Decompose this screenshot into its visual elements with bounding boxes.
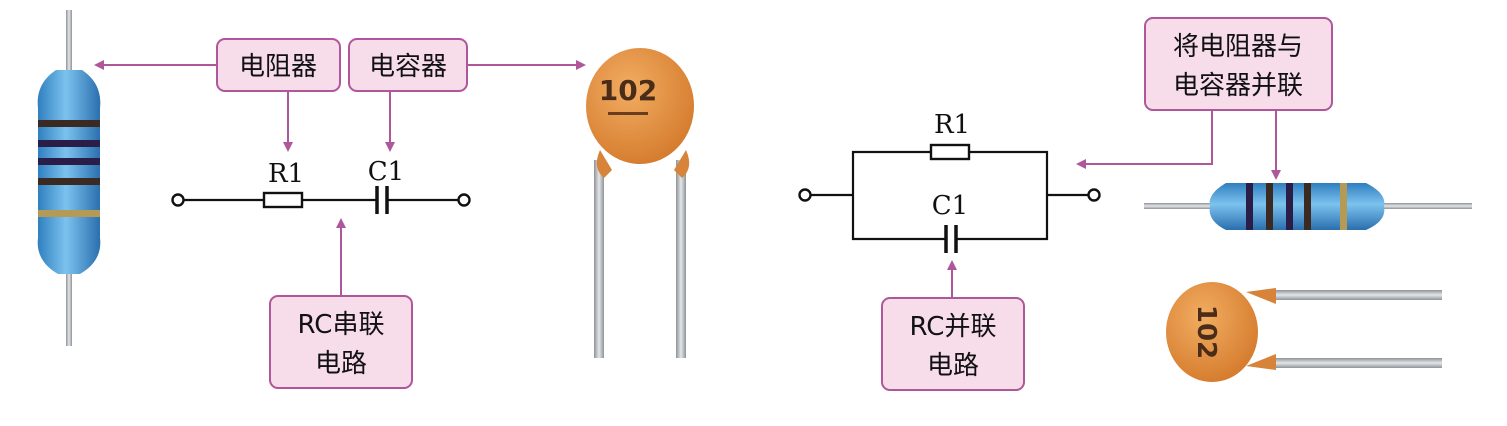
series-circuit-callout: RC串联 电路	[269, 295, 413, 389]
capacitor-marking-rotated: 102	[1191, 305, 1221, 359]
svg-text:RC串联: RC串联	[298, 310, 385, 340]
svg-text:电路: 电路	[927, 351, 979, 381]
parallel-circuit-callout: RC并联 电路	[881, 297, 1025, 391]
svg-text:电容器: 电容器	[369, 52, 447, 82]
parallel-schematic: R1 C1	[798, 110, 1101, 253]
capacitor-marking: 102	[599, 74, 657, 107]
resistor-symbol	[262, 191, 304, 209]
resistor-photo-vertical	[37, 10, 101, 346]
capacitor-photo-horizontal: 102	[1166, 282, 1442, 382]
right-arrows	[947, 110, 1281, 298]
c1-label-parallel: C1	[932, 191, 968, 221]
resistor-photo-horizontal	[1144, 183, 1472, 230]
svg-text:电阻器: 电阻器	[239, 52, 317, 82]
left-arrows	[94, 60, 586, 296]
series-schematic: R1 C1	[171, 157, 471, 214]
capacitor-callout: 电容器	[348, 38, 468, 92]
resistor-symbol-parallel	[929, 143, 971, 161]
capacitor-photo-vertical: 102	[586, 48, 694, 358]
svg-text:RC并联: RC并联	[910, 312, 997, 342]
c1-label: C1	[368, 157, 404, 187]
svg-text:将电阻器与: 将电阻器与	[1173, 32, 1303, 62]
r1-label: R1	[268, 159, 304, 189]
svg-text:电容器并联: 电容器并联	[1173, 71, 1303, 101]
svg-text:电路: 电路	[315, 349, 367, 379]
combine-callout: 将电阻器与 电容器并联	[1144, 17, 1333, 111]
resistor-callout: 电阻器	[216, 38, 341, 92]
r1-label-parallel: R1	[934, 110, 970, 140]
